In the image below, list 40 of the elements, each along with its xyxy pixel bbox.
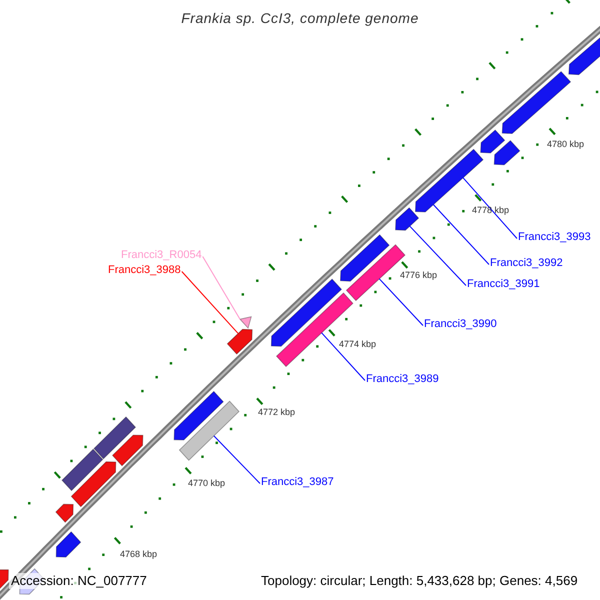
- gene-feature: [395, 207, 420, 231]
- footer-text: Topology: circular; Length: 5,433,628 bp; Genes: 4,569: [259, 573, 580, 590]
- leader-line: [409, 226, 466, 286]
- gene-bar: [178, 400, 240, 461]
- gene-feature: [226, 328, 253, 355]
- leader-line: [213, 435, 260, 484]
- gene-label: Francci3_R0054: [121, 249, 202, 262]
- leader-line: [321, 332, 366, 381]
- footer-text: Accession: NC_007777: [9, 573, 149, 590]
- scale-label: 4770 kbp: [188, 478, 226, 490]
- gene-label: Francci3_3992: [490, 257, 563, 270]
- scale-label: 4768 kbp: [120, 549, 158, 560]
- gene-feature: [480, 129, 506, 154]
- gene-feature: [174, 390, 224, 440]
- gene-feature: [55, 504, 74, 523]
- gene-label: Francci3_3993: [518, 231, 591, 244]
- gene-label: Francci3_3991: [467, 278, 540, 291]
- gene-feature: [494, 140, 520, 166]
- leader-line: [378, 278, 424, 326]
- leader-line: [462, 177, 518, 239]
- gene-label: Francci3_3990: [424, 318, 497, 331]
- gene-feature: [56, 531, 82, 558]
- gene-feature: [502, 71, 572, 134]
- gene-feature: [340, 234, 390, 282]
- gene-label: Francci3_3987: [261, 476, 334, 489]
- gene-bar: [61, 448, 104, 492]
- gene-feature: [112, 434, 144, 466]
- scale-label: 4778 kbp: [472, 205, 510, 216]
- scale-label: 4776 kbp: [400, 270, 438, 282]
- gene-bar: [93, 416, 136, 460]
- leader-line: [432, 204, 490, 265]
- leader-line: [181, 271, 239, 334]
- scale-label: 4772 kbp: [258, 407, 296, 418]
- gene-feature: [70, 461, 116, 508]
- leader-line: [202, 256, 240, 320]
- scale-label: 4774 kbp: [339, 339, 376, 350]
- gene-label: Francci3_3989: [366, 373, 439, 386]
- scale-label: 4780 kbp: [547, 139, 584, 150]
- title: Frankia sp. CcI3, complete genome: [180, 9, 420, 28]
- gene-label: Francci3_3988: [108, 264, 181, 277]
